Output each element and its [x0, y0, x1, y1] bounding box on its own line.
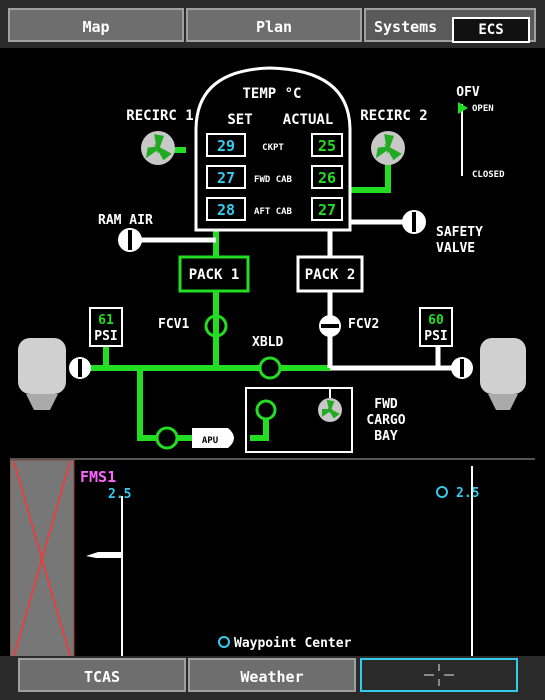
tab-tcas[interactable]: TCAS — [18, 658, 186, 692]
left-psi-box: 61 PSI — [89, 307, 123, 347]
ducts — [140, 219, 462, 371]
zone-row-aft-cab: 28 AFT CAB 27 — [206, 197, 343, 221]
apu-valve-icon[interactable] — [155, 426, 179, 450]
fwd-cab-label: FWD CAB — [254, 175, 293, 185]
left-psi-unit: PSI — [94, 329, 117, 344]
fwd-cargo-label-2: CARGO — [366, 413, 405, 428]
temp-panel — [194, 66, 352, 232]
apu-unit-icon[interactable]: APU — [192, 428, 234, 448]
safety-valve-label-1: SAFETY — [436, 225, 483, 240]
aft-cab-set-value[interactable]: 28 — [217, 201, 235, 219]
ofv-open-label: OPEN — [472, 104, 494, 114]
invalid-border — [10, 460, 75, 658]
tab-systems-label: Systems — [374, 18, 438, 36]
tab-map[interactable]: Map — [8, 8, 184, 42]
fcv1-valve-icon[interactable] — [204, 314, 228, 338]
set-label: SET — [227, 112, 252, 128]
recirc1-label: RECIRC 1 — [126, 108, 193, 124]
cargo-inlet-valve-icon[interactable] — [255, 399, 277, 421]
right-psi-value: 60 — [428, 313, 444, 328]
recirc2-label: RECIRC 2 — [360, 108, 427, 124]
temp-title: TEMP °C — [242, 86, 301, 102]
fcv2-label: FCV2 — [348, 317, 379, 332]
fwd-cab-actual-value: 26 — [318, 169, 336, 187]
safety-valve-icon[interactable] — [402, 210, 426, 234]
right-range-label: 2.5 — [456, 486, 479, 501]
tab-weather[interactable]: Weather — [188, 658, 356, 692]
pack1-label: PACK 1 — [189, 267, 240, 283]
aft-cab-actual-value: 27 — [318, 201, 336, 219]
fwd-cargo-label-1: FWD — [374, 397, 398, 412]
left-range-label: 2.5 — [108, 487, 131, 502]
recirc1-fan-icon[interactable] — [141, 131, 175, 165]
fms-source-label: FMS1 — [80, 468, 116, 486]
xbld-valve-icon[interactable] — [258, 356, 282, 380]
ckpt-set-value[interactable]: 29 — [217, 137, 235, 155]
fwd-cab-set-value[interactable]: 27 — [217, 169, 235, 187]
left-psi-value: 61 — [98, 313, 114, 328]
zone-row-ckpt: 29 CKPT 25 — [206, 133, 343, 157]
zone-row-fwd-cab: 27 FWD CAB 26 — [206, 165, 343, 189]
ram-air-valve-icon[interactable] — [118, 228, 142, 252]
ckpt-actual-value: 25 — [318, 137, 336, 155]
recirc2-fan-icon[interactable] — [371, 131, 405, 165]
ram-air-label: RAM AIR — [98, 213, 153, 228]
ofv-pointer-icon — [458, 102, 468, 114]
right-psi-box: 60 PSI — [419, 307, 453, 347]
ecs-synoptic: TEMP °C SET ACTUAL 29 CKPT 25 27 FWD CAB… — [18, 66, 526, 453]
tab-blank[interactable] — [360, 658, 518, 692]
ofv-label: OFV — [456, 85, 480, 100]
right-range-icon — [436, 486, 448, 498]
ecs-page-button[interactable]: ECS — [452, 17, 530, 43]
left-engine-icon — [18, 338, 66, 410]
cargo-fan-icon[interactable] — [318, 398, 342, 422]
actual-label: ACTUAL — [283, 112, 334, 128]
right-engine-icon — [480, 338, 526, 410]
right-engine-valve-icon[interactable] — [451, 357, 473, 379]
apu-label: APU — [202, 436, 218, 446]
bottom-tab-bar: TCAS Weather — [0, 656, 545, 700]
pack1-box[interactable]: PACK 1 — [178, 255, 250, 293]
aircraft-icon — [86, 552, 122, 558]
fwd-cargo-bay-box — [245, 387, 353, 453]
pack2-label: PACK 2 — [305, 267, 356, 283]
xbld-label: XBLD — [252, 335, 283, 350]
waypoint-center-label[interactable]: Waypoint Center — [234, 636, 352, 651]
ofv-closed-label: CLOSED — [472, 170, 505, 180]
fcv1-label: FCV1 — [158, 317, 189, 332]
safety-valve-label-2: VALVE — [436, 241, 475, 256]
left-engine-valve-icon[interactable] — [69, 357, 91, 379]
map-pane[interactable]: FMS1 2.5 2.5 Waypoint Center — [10, 458, 535, 658]
right-psi-unit: PSI — [424, 329, 447, 344]
ckpt-label: CKPT — [262, 143, 284, 153]
map-display: FMS1 2.5 2.5 Waypoint Center — [10, 460, 479, 658]
fwd-cargo-label-3: BAY — [374, 429, 398, 444]
crosshair-icon — [424, 664, 454, 686]
fcv2-valve-icon[interactable] — [319, 315, 341, 337]
invalid-cross-line-2 — [13, 461, 71, 657]
pack2-box[interactable]: PACK 2 — [296, 255, 364, 293]
waypoint-center-icon — [218, 636, 230, 648]
aft-cab-label: AFT CAB — [254, 207, 293, 217]
tab-plan[interactable]: Plan — [186, 8, 362, 42]
top-tab-bar: Map Plan Systems ECS — [0, 0, 545, 48]
